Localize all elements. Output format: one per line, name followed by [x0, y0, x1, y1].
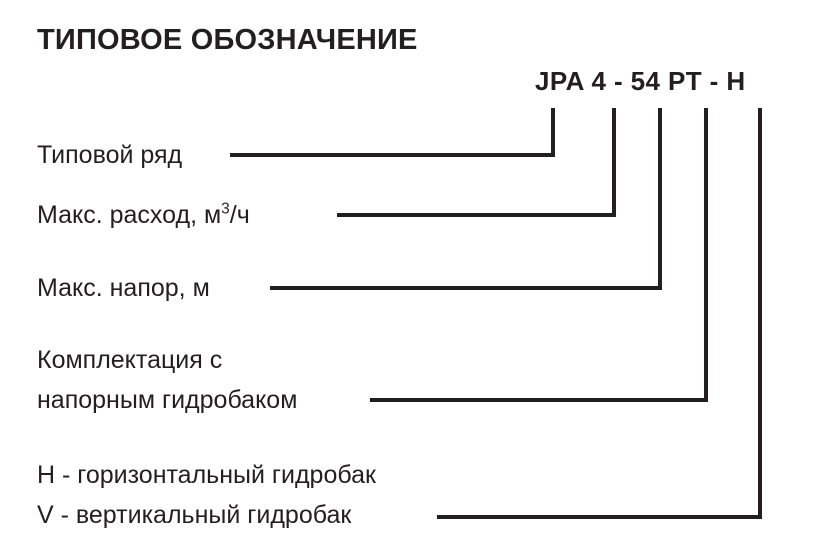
legend-label-max-flow: Макс. расход, м3/ч: [37, 199, 250, 231]
legend-label-tank-equipment-line2: напорным гидробаком: [37, 386, 298, 414]
legend-label-max-flow-prefix: Макс. расход, м: [37, 201, 222, 229]
leader-line-horizontal-max-flow: [337, 213, 616, 217]
leader-line-vertical-tank-orientation: [758, 108, 762, 519]
leader-line-vertical-max-head: [658, 108, 662, 290]
leader-line-horizontal-max-head: [270, 286, 662, 290]
legend-label-max-head: Макс. напор, м: [37, 274, 210, 302]
leader-line-horizontal-tank-equipment: [370, 398, 708, 402]
leader-line-horizontal-tank-orientation: [437, 515, 762, 519]
legend-label-type-series: Типовой ряд: [37, 141, 183, 169]
leader-line-horizontal-type-series: [230, 153, 555, 157]
legend-label-tank-equipment-line1: Комплектация с: [37, 346, 223, 374]
page-title: ТИПОВОЕ ОБОЗНАЧЕНИЕ: [37, 24, 418, 56]
leader-line-vertical-type-series: [551, 108, 555, 157]
legend-label-tank-orientation-line2: V - вертикальный гидробак: [37, 501, 352, 529]
legend-label-tank-orientation-line1: H - горизонтальный гидробак: [37, 461, 376, 489]
legend-label-max-flow-superscript: 3: [221, 200, 230, 218]
leader-line-vertical-tank-equipment: [704, 108, 708, 402]
legend-label-max-flow-suffix: /ч: [229, 201, 250, 229]
model-code: JPA 4 - 54 PT - H: [535, 66, 746, 96]
leader-line-vertical-max-flow: [612, 108, 616, 217]
